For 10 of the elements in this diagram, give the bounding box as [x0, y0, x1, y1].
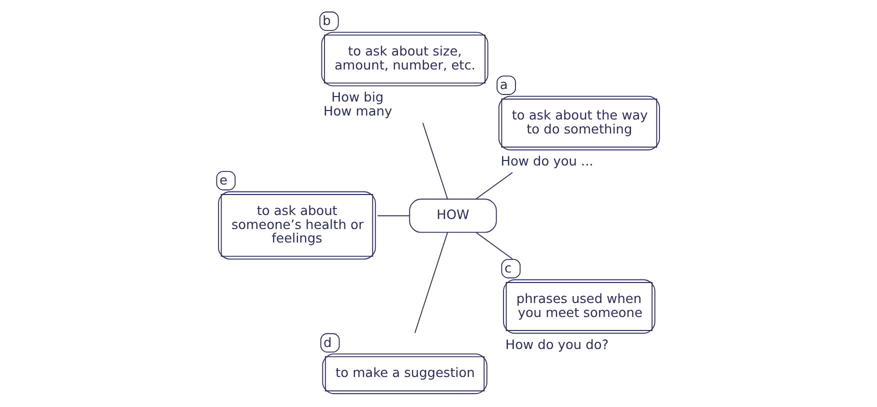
- connector: [422, 122, 448, 200]
- connector: [376, 215, 410, 216]
- node-label: How big: [330, 90, 384, 106]
- connector: [475, 232, 512, 260]
- node-box: HOW: [408, 198, 496, 233]
- connector: [414, 232, 448, 334]
- connector: [475, 172, 512, 200]
- node-label: How do you do?: [504, 338, 608, 354]
- node-label: How many: [323, 104, 392, 120]
- node-label: How do you ...: [500, 154, 593, 170]
